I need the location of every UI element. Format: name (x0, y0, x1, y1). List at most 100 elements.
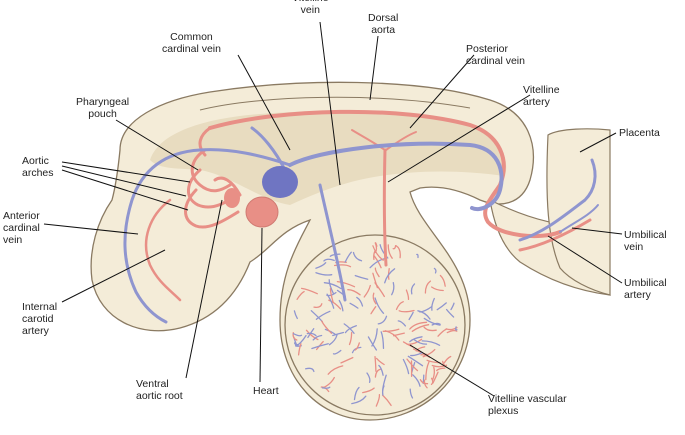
plexus-artery-segment (424, 280, 432, 294)
plexus-artery-segment (419, 379, 429, 385)
plexus-artery-segment (430, 286, 444, 292)
arterial-vessels (144, 109, 592, 302)
embryo-inner-region (150, 110, 507, 205)
plexus-artery-segment (437, 328, 447, 337)
plexus-vein-segment (332, 331, 345, 337)
plexus-vein-segment (436, 302, 447, 311)
plexus-vein-segment (315, 310, 331, 320)
plexus-vein-segment (315, 262, 327, 269)
label-dorsal-aorta: Dorsal aorta (368, 12, 399, 36)
plexus-vein-segment (371, 328, 378, 347)
plexus-vein-segment (431, 297, 435, 311)
plexus-artery-segment (348, 331, 353, 346)
plexus-artery-segment (431, 364, 448, 368)
plexus-vein-segment (417, 310, 431, 320)
plexus-artery-segment (296, 290, 305, 300)
label-umbilical-artery: Umbilical artery (624, 277, 667, 301)
plexus-vein-segment (416, 253, 419, 259)
leader-anterior-cardinal-vein (43, 223, 139, 235)
neural-tube-outline (199, 96, 471, 111)
plexus-artery-segment (439, 274, 446, 287)
plexus-vein-segment (450, 302, 455, 311)
umbilical-vein (518, 158, 597, 242)
plexus-artery-segment (375, 357, 385, 366)
plexus-vein-segment (402, 358, 410, 375)
plexus-vein-segment (377, 315, 388, 325)
plexus-vein-segment (367, 336, 378, 351)
internal-carotid-artery (144, 198, 182, 302)
plexus-artery-segment (362, 387, 375, 394)
leader-pharyngeal-pouch (115, 119, 199, 171)
plexus-artery-segment (333, 264, 352, 268)
label-placenta: Placenta (619, 127, 660, 139)
plexus-artery-segment (392, 332, 405, 337)
plexus-artery-segment (422, 348, 436, 358)
plexus-vein-segment (349, 302, 359, 309)
plexus-vein-segment (306, 332, 317, 337)
plexus-artery-segment (374, 282, 385, 298)
plexus-vein-segment (351, 395, 367, 405)
plexus-artery-segment (322, 376, 335, 389)
aortic-arch-3 (184, 188, 240, 229)
leader-posterior-cardinal-vein (409, 54, 475, 129)
posterior-cardinal-vein (288, 141, 504, 211)
plexus-artery-segment (373, 255, 382, 269)
plexus-artery-segment (336, 280, 356, 288)
aortic-arch-1 (190, 148, 232, 193)
plexus-vein-segment (343, 323, 355, 334)
plexus-vein-segment (321, 386, 331, 389)
plexus-artery-segment (411, 324, 430, 332)
plexus-artery-segment (340, 356, 354, 364)
leader-common-cardinal-vein (237, 54, 291, 151)
plexus-vein-segment (305, 367, 315, 373)
common-cardinal-vein (250, 126, 287, 172)
vitelline-artery-branch-b (385, 131, 417, 151)
plexus-artery-segment (409, 321, 428, 330)
plexus-artery-segment (372, 292, 377, 305)
plexus-vein-segment (423, 317, 441, 326)
plexus-artery-segment (327, 365, 344, 375)
umbilical-artery (518, 218, 592, 252)
plexus-vein-segment (293, 310, 298, 320)
plexus-vein-segment (312, 334, 323, 341)
plexus-vein-segment (353, 386, 360, 401)
plexus-artery-segment (373, 250, 376, 261)
anterior-cardinal-vein (123, 148, 292, 324)
plexus-vein-segment (433, 267, 437, 274)
plexus-artery-segment (329, 287, 334, 303)
plexus-vein-segment (409, 388, 414, 399)
plexus-vein-segment (366, 372, 371, 383)
plexus-vein-segment (344, 251, 352, 263)
label-leader-lines (43, 21, 623, 397)
plexus-vein-segment (329, 253, 341, 257)
plexus-artery-segment (423, 379, 428, 389)
label-umbilical-vein: Umbilical vein (624, 229, 667, 253)
plexus-vein-segment (374, 297, 385, 314)
plexus-vein-segment (455, 326, 458, 331)
plexus-artery-segment (382, 328, 400, 332)
plexus-vein-segment (397, 320, 407, 327)
leader-umbilical-vein (571, 227, 623, 235)
plexus-vein-segment (410, 283, 416, 295)
plexus-vein-segment (311, 343, 329, 350)
plexus-artery-segment (423, 326, 437, 332)
label-vitelline-vein: Vitelline vein (292, 0, 329, 16)
plexus-artery-segment (406, 338, 423, 346)
plexus-vein-segment (352, 251, 363, 262)
plexus-artery-segment (430, 377, 434, 386)
vitelline-artery (382, 148, 388, 267)
plexus-vein-segment (328, 279, 335, 295)
plexus-vein-segment (378, 364, 384, 376)
plexus-artery-segment (425, 361, 430, 381)
plexus-artery-segment (415, 346, 426, 352)
plexus-artery-segment (381, 394, 392, 407)
plexus-artery-segment (300, 287, 318, 295)
plexus-vein-segment (328, 334, 338, 346)
plexus-artery-segment (374, 355, 377, 372)
plexus-vein-segment (295, 334, 307, 347)
label-ventral-aortic-root: Ventral aortic root (136, 378, 183, 402)
leader-internal-carotid-artery (61, 249, 166, 303)
plexus-vein-segment (356, 296, 364, 307)
plexus-artery-segment (305, 329, 319, 341)
